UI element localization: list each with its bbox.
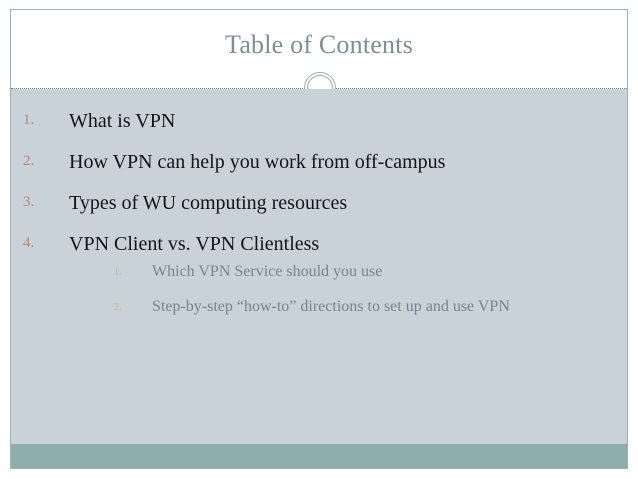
- list-item[interactable]: 1. What is VPN: [11, 109, 627, 133]
- sub-list-item[interactable]: 1. Which VPN Service should you use: [69, 262, 627, 282]
- list-item-number: 3.: [23, 194, 35, 210]
- list-item-number: 2.: [23, 153, 35, 169]
- list-item-label: Types of WU computing resources: [69, 192, 348, 214]
- list-item-number: 1.: [23, 112, 35, 128]
- sub-list-item-label: Which VPN Service should you use: [152, 263, 383, 280]
- sub-list-item-number: 2.: [114, 302, 122, 313]
- list-item[interactable]: 2. How VPN can help you work from off-ca…: [11, 150, 627, 174]
- list-item-number: 4.: [23, 235, 35, 251]
- list-item[interactable]: 4. VPN Client vs. VPN Clientless 1. Whic…: [11, 232, 627, 317]
- sub-list-item[interactable]: 2. Step-by-step “how-to” directions to s…: [69, 297, 627, 317]
- slide-body: 1. What is VPN 2. How VPN can help you w…: [11, 89, 627, 446]
- table-of-contents-list: 1. What is VPN 2. How VPN can help you w…: [11, 109, 627, 317]
- list-item-label: How VPN can help you work from off-campu…: [69, 151, 446, 173]
- list-item-label: What is VPN: [69, 110, 176, 132]
- presentation-slide: Table of Contents 1. What is VPN 2. How …: [10, 9, 628, 469]
- list-item-label: VPN Client vs. VPN Clientless: [69, 233, 320, 255]
- sub-list-item-number: 1.: [114, 267, 122, 278]
- slide-footer-band: [11, 444, 627, 468]
- list-item[interactable]: 3. Types of WU computing resources: [11, 191, 627, 215]
- table-of-contents-sublist: 1. Which VPN Service should you use 2. S…: [69, 262, 627, 317]
- sub-list-item-label: Step-by-step “how-to” directions to set …: [152, 298, 510, 315]
- page-title: Table of Contents: [225, 30, 413, 59]
